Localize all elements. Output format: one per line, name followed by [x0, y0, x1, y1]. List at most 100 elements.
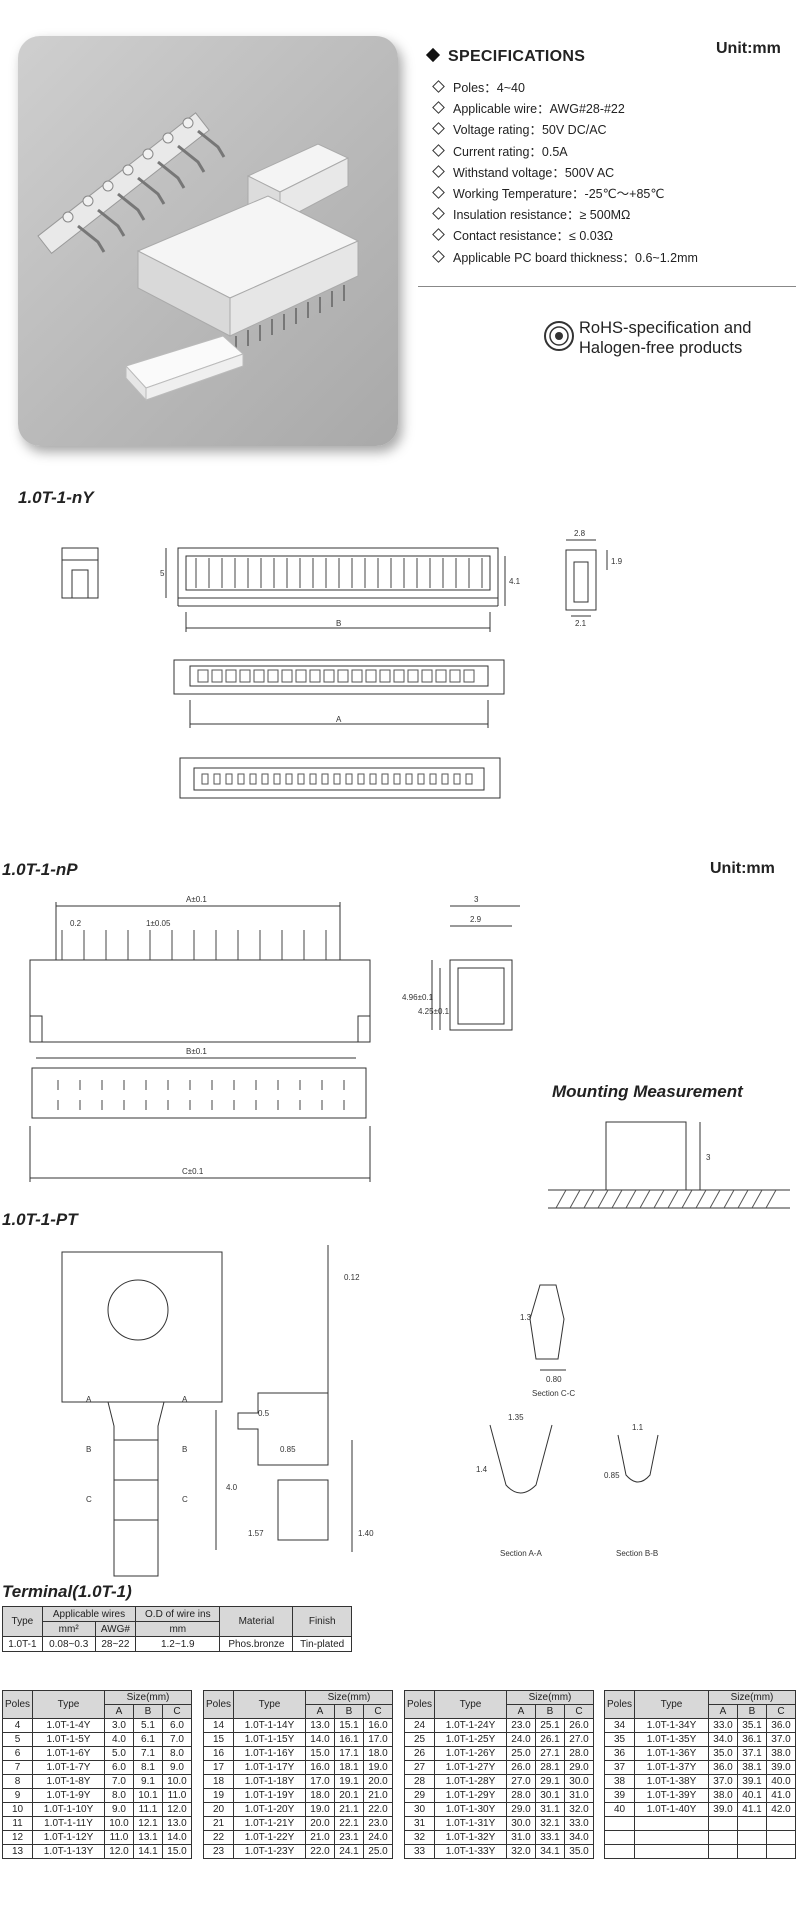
cell: 1.0T-1-10Y	[32, 1802, 105, 1817]
th-awg: AWG#	[94, 1621, 137, 1637]
cell: 13	[1, 1844, 34, 1859]
cell: 34	[603, 1718, 636, 1733]
spec-item: Poles：4~40	[432, 78, 698, 99]
cell: 28	[403, 1774, 436, 1789]
cell: 6.0	[104, 1760, 134, 1775]
cell: 7.0	[104, 1774, 134, 1789]
cell: 1.0T-1-16Y	[233, 1746, 306, 1761]
diamond-outline-icon	[432, 186, 445, 199]
cell: 1.0T-1-7Y	[32, 1760, 105, 1775]
cell: 1.0T-1-27Y	[434, 1760, 507, 1775]
spec-item-text: Insulation resistance：≥ 500MΩ	[453, 208, 631, 223]
cell: 1.0T-1-38Y	[634, 1774, 709, 1789]
cell: 39.1	[737, 1774, 767, 1789]
cell: 29	[403, 1788, 436, 1803]
dim-cc-080: 0.80	[546, 1375, 562, 1384]
cell: 15.0	[305, 1746, 335, 1761]
dim-np-c: C±0.1	[182, 1167, 204, 1176]
cell: 11	[1, 1816, 34, 1831]
rohs-line-2: Halogen-free products	[579, 339, 743, 357]
cell: 32	[403, 1830, 436, 1845]
section-title-np: 1.0T-1-nP	[2, 860, 78, 879]
cell: 21	[202, 1816, 235, 1831]
cell: 23.0	[363, 1816, 393, 1831]
cell: 31	[403, 1816, 436, 1831]
cell: 25.0	[363, 1844, 393, 1859]
cell: 22.0	[363, 1802, 393, 1817]
th-material: Material	[219, 1606, 294, 1637]
th-poles: Poles	[1, 1690, 34, 1719]
cell: 17	[202, 1760, 235, 1775]
cell	[708, 1830, 738, 1845]
dim-pt-085: 0.85	[280, 1445, 296, 1454]
diamond-outline-icon	[432, 228, 445, 242]
dim-pt-40: 4.0	[226, 1483, 238, 1492]
cell: 16.1	[334, 1732, 364, 1747]
cell: 41.0	[766, 1788, 796, 1803]
cell	[766, 1816, 796, 1831]
th-type: Type	[634, 1690, 709, 1719]
cell: 21.0	[305, 1830, 335, 1845]
cell: 34.0	[708, 1732, 738, 1747]
cell: 32.0	[506, 1844, 536, 1859]
cell: 21.1	[334, 1802, 364, 1817]
cell: 14.0	[162, 1830, 192, 1845]
label-b-right: B	[182, 1445, 187, 1454]
diamond-bullet-icon	[425, 47, 441, 63]
rohs-seal-icon	[544, 321, 574, 351]
cell: 9	[1, 1788, 34, 1803]
cell: 17.0	[363, 1732, 393, 1747]
cell: 1.0T-1-31Y	[434, 1816, 507, 1831]
cell: 5.1	[133, 1718, 163, 1733]
label-b-left: B	[86, 1445, 91, 1454]
diamond-outline-icon	[432, 122, 445, 136]
cell: 30.0	[506, 1816, 536, 1831]
th-finish: Finish	[292, 1606, 352, 1637]
cell: 29.0	[564, 1760, 594, 1775]
spec-item: Working Temperature：-25℃～+85℃	[432, 184, 698, 205]
cell: 1.0T-1-24Y	[434, 1718, 507, 1733]
cell: 24.0	[506, 1732, 536, 1747]
label-a-left: A	[86, 1395, 92, 1404]
cell: 28.0	[564, 1746, 594, 1761]
cell: 1.0T-1-26Y	[434, 1746, 507, 1761]
spec-item: Applicable wire：AWG#28-#22	[432, 99, 698, 120]
th-a: A	[305, 1704, 335, 1719]
label-a-right: A	[182, 1395, 188, 1404]
cell	[737, 1830, 767, 1845]
cell: 16.0	[305, 1760, 335, 1775]
np-drawing: A±0.1 0.2 1±0.05 4.96±0.1 4.25±0.1 3 2.9…	[29, 895, 790, 1209]
ny-drawing: 5 B A 4.1 2.8 1.9 2.1	[61, 529, 623, 799]
table-row	[603, 1816, 796, 1831]
cell: 31.0	[506, 1830, 536, 1845]
cell: 14.1	[133, 1844, 163, 1859]
cell: 33.0	[564, 1816, 594, 1831]
cell: 5	[1, 1732, 34, 1747]
cell: 23.0	[506, 1718, 536, 1733]
cell: 19.1	[334, 1774, 364, 1789]
spec-item-text: Applicable wire：AWG#28-#22	[453, 102, 625, 117]
dim-np-b: B±0.1	[186, 1047, 207, 1056]
cell: 20.0	[305, 1816, 335, 1831]
cell: 10.1	[133, 1788, 163, 1803]
dim-np-29: 2.9	[470, 915, 482, 924]
dim-ny-19: 1.9	[611, 557, 623, 566]
cell: 1.0T-1-13Y	[32, 1844, 105, 1859]
cell: 19	[202, 1788, 235, 1803]
cell: 38	[603, 1774, 636, 1789]
cell: 6.0	[162, 1718, 192, 1733]
cell	[708, 1844, 738, 1859]
cell: 1.0T-1	[2, 1636, 43, 1652]
